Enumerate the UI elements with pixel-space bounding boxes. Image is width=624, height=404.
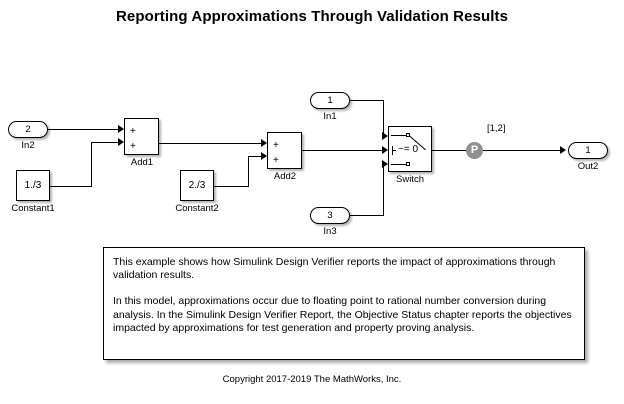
constant1-value: 1./3 [24,180,42,191]
objective-marker-label: [1,2] [487,123,506,134]
arrow-add2-in2 [261,152,267,160]
constant2-value: 2./3 [188,180,206,191]
wire-constant2-h2 [248,156,261,157]
arrow-switch-in2 [382,146,388,154]
inport-in1-label: In1 [323,111,337,122]
inport-in1[interactable]: 1 [310,92,350,109]
annotation-paragraph-1: This example shows how Simulink Design V… [113,256,556,282]
arrow-add1-in2 [118,138,124,146]
wire-in1-v [383,100,384,136]
block-add1[interactable]: + + [124,118,159,155]
annotation-paragraph-2: In this model, approximations occur due … [113,295,572,334]
constant2-label: Constant2 [175,203,219,214]
add1-sign-bottom: + [130,141,136,152]
wire-add2-switch [302,150,382,151]
constant1-label: Constant1 [11,203,55,214]
wire-add1-add2 [159,143,261,144]
block-switch[interactable]: ~= 0 [388,126,432,172]
add2-sign-top: + [273,140,279,151]
arrow-switch-in1 [382,132,388,140]
inport-in2-value: 2 [25,124,31,135]
inport-in3[interactable]: 3 [310,207,350,224]
switch-bottom-contact-knob [406,162,410,166]
add1-label: Add1 [130,157,154,168]
outport-out2-value: 1 [585,145,591,156]
arrow-out2 [560,146,566,154]
arrow-add2-in1 [261,139,267,147]
objective-marker-p-icon[interactable]: P [466,142,483,159]
wire-switch-pmarker [432,150,466,151]
switch-label: Switch [396,174,424,185]
switch-top-contact-knob [406,133,410,137]
add2-sign-bottom: + [273,155,279,166]
inport-in3-label: In3 [323,226,337,237]
wire-constant1-h1 [50,186,91,187]
arrow-switch-in3 [382,160,388,168]
add2-label: Add2 [273,171,297,182]
switch-top-contact-line [391,135,407,136]
page-title: Reporting Approximations Through Validat… [115,8,509,25]
block-add2[interactable]: + + [267,132,302,169]
inport-in3-value: 3 [327,210,333,221]
wire-constant2-h1 [214,186,248,187]
switch-criteria: ~= 0 [398,144,419,155]
wire-pmarker-out2 [483,150,560,151]
wire-in1-h1 [350,100,383,101]
annotation-textbox[interactable]: This example shows how Simulink Design V… [103,247,585,360]
switch-control-line [392,150,396,151]
inport-in1-value: 1 [327,95,333,106]
wire-in3-v [383,164,384,216]
inport-in2-label: In2 [21,140,35,151]
block-constant1[interactable]: 1./3 [16,170,50,201]
inport-in2[interactable]: 2 [8,121,48,138]
copyright-text: Copyright 2017-2019 The MathWorks, Inc. [222,374,402,385]
wire-in3-h1 [350,215,383,216]
block-constant2[interactable]: 2./3 [180,170,214,201]
wire-constant1-v [91,142,92,187]
outport-out2-label: Out2 [577,161,599,172]
arrow-add1-in1 [118,125,124,133]
wire-constant1-h2 [91,142,118,143]
switch-bottom-contact-line [391,164,407,165]
wire-in2-add1 [48,129,118,130]
wire-constant2-v [248,156,249,187]
outport-out2[interactable]: 1 [568,142,608,159]
add1-sign-top: + [130,126,136,137]
